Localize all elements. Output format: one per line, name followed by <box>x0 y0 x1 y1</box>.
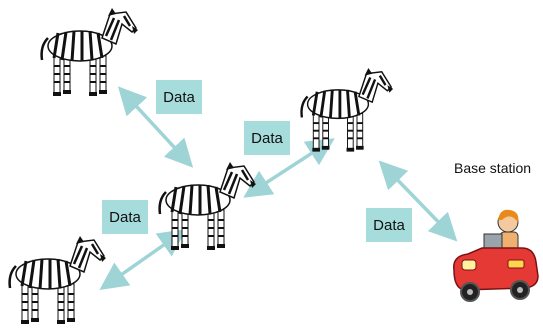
edge-label-upperright-base: Data <box>366 208 412 242</box>
zebra-upper-right <box>300 66 395 154</box>
edge-label-center-upperright: Data <box>244 121 290 155</box>
base-station-car <box>453 209 539 302</box>
zebra-bottom-left <box>8 234 108 326</box>
arrow-bottomleft-center <box>99 228 187 291</box>
arrow-topleft-center <box>117 86 194 168</box>
zebra-top-left <box>40 6 140 98</box>
arrow-upperright-base <box>378 160 458 242</box>
edge-label-topleft-center: Data <box>156 80 202 114</box>
arrow-center-upperright <box>243 138 335 198</box>
zebra-center <box>158 160 258 252</box>
edge-label-bottomleft-center: Data <box>102 200 148 234</box>
base-station-label: Base station <box>454 160 532 176</box>
